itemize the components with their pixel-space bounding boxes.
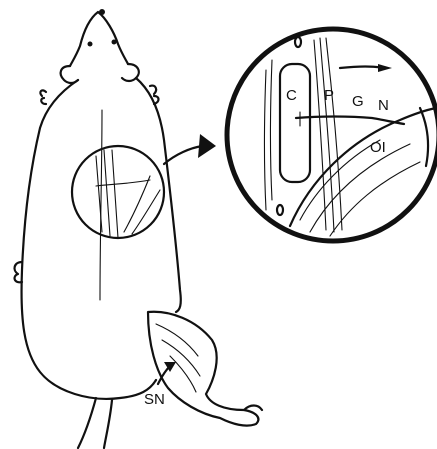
label-C: C xyxy=(286,87,297,104)
magnified-circle xyxy=(227,29,437,241)
rat-body-outline xyxy=(22,78,181,399)
rat-left-eye xyxy=(88,42,93,47)
incision-site-small xyxy=(72,146,164,238)
rat-right-eye xyxy=(112,40,117,45)
hind-leg-outline xyxy=(148,312,258,426)
label-G: G xyxy=(352,93,364,110)
label-SN: SN xyxy=(144,391,165,408)
hind-leg xyxy=(148,312,262,426)
magnify-arrow xyxy=(164,134,216,164)
rat-left-front-paw xyxy=(40,90,46,104)
rat-head-outline xyxy=(70,12,128,66)
rat-tail xyxy=(78,398,112,448)
label-P: P xyxy=(324,87,334,104)
incision-circle xyxy=(72,146,164,238)
label-OI: OI xyxy=(370,139,386,156)
rat-body xyxy=(15,9,181,448)
label-N: N xyxy=(378,97,389,114)
rat-nose xyxy=(99,9,105,15)
magnified-view xyxy=(227,29,437,241)
